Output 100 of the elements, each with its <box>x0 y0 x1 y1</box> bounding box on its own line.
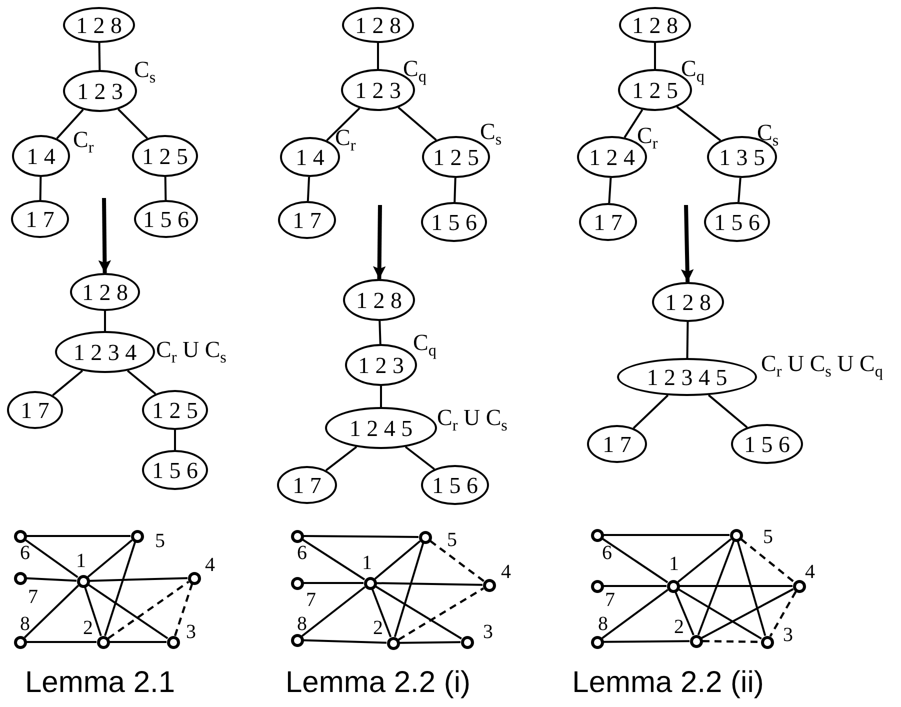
edge-line <box>87 539 133 578</box>
vertex-circle <box>76 574 90 588</box>
vertex-circle <box>14 572 26 584</box>
dashed-edge <box>398 587 484 641</box>
edge-line <box>104 542 136 636</box>
node-label: 1 2 3 <box>77 80 123 102</box>
node-label: 1 2 3 <box>358 354 404 376</box>
clique-ellipse <box>7 391 63 429</box>
node-label: 1 7 <box>292 208 322 232</box>
edge-line <box>304 582 364 584</box>
edge-line <box>104 311 106 331</box>
vertex-circle <box>386 636 400 650</box>
node-label: 1 5 6 <box>152 458 198 482</box>
edge-line <box>303 535 419 538</box>
vertex-label: 6 <box>20 543 30 563</box>
edge-line <box>404 446 435 470</box>
vertex-label: 5 <box>763 527 773 547</box>
vertex-label: 7 <box>28 587 38 607</box>
vertex-label: 8 <box>598 614 608 634</box>
edge-line <box>697 540 735 636</box>
node-label: 1 2 3 4 <box>73 340 137 364</box>
edge-line <box>26 577 77 582</box>
vertex-label: 6 <box>602 543 612 563</box>
vertex-label: 5 <box>447 530 457 550</box>
node-label: 1 4 <box>296 146 324 168</box>
edge-line <box>738 178 742 202</box>
clique-label: C$_{q}$ <box>403 57 426 86</box>
node-label: 1 7 <box>594 210 622 234</box>
node-label: 1 2 5 <box>632 78 678 102</box>
node-label: 1 2 8 <box>356 288 402 312</box>
node-label: 1 2 8 <box>665 290 711 314</box>
vertex-circle <box>166 636 180 648</box>
vertex-label: 4 <box>805 562 815 582</box>
edge-line <box>26 641 96 643</box>
edge-line <box>24 584 80 638</box>
clique-label: C$_{r}$ U C$_{s}$ <box>156 338 226 367</box>
node-label: 1 2 8 <box>632 14 678 36</box>
edge-line <box>399 641 461 644</box>
node-label: 1 5 6 <box>714 210 760 234</box>
caption: Lemma 2.2 (i) <box>285 668 471 698</box>
vertex-label: 2 <box>373 618 383 638</box>
vertex-circle <box>290 576 304 590</box>
edge-line <box>26 535 130 537</box>
edge-line <box>624 109 644 138</box>
arrow <box>98 198 112 274</box>
node-label: 1 2 4 <box>589 146 635 168</box>
edge-line <box>325 446 358 472</box>
node-label: 1 7 <box>20 398 50 422</box>
edge-line <box>454 178 456 202</box>
vertex-label: 1 <box>669 554 679 574</box>
clique-label: C$_{r}$ <box>335 126 356 155</box>
edge-line <box>654 43 656 69</box>
clique-label: C$_{r}$ <box>73 128 94 157</box>
clique-label: C$_{q}$ <box>681 57 704 86</box>
vertex-label: 4 <box>501 562 511 582</box>
edge-line <box>89 577 188 582</box>
edge-line <box>602 589 668 639</box>
edge-line <box>376 582 483 586</box>
dashed-edge <box>108 580 190 640</box>
vertex-circle <box>418 530 432 544</box>
edge-line <box>680 585 792 587</box>
edge-line <box>674 592 694 636</box>
edge-line <box>110 641 166 643</box>
node-label: 1 2 5 <box>433 146 479 168</box>
vertex-circle <box>364 576 376 590</box>
edge-line <box>302 586 366 637</box>
arrow <box>372 204 386 280</box>
edge-line <box>602 538 668 584</box>
edge-line <box>88 584 168 640</box>
node-label: 1 7 <box>26 208 54 230</box>
vertex-circle <box>290 530 304 542</box>
edge-line <box>398 106 437 141</box>
edge-line <box>375 586 462 640</box>
node-label: 1 7 <box>602 432 632 456</box>
edge-line <box>84 586 102 636</box>
node-label: 1 2 3 4 5 <box>646 366 728 388</box>
edge-line <box>394 542 424 638</box>
vertex-circle <box>590 636 604 648</box>
edge-line <box>118 108 148 139</box>
vertex-label: 2 <box>674 617 684 637</box>
edge-line <box>736 540 766 636</box>
node-label: 1 2 4 5 <box>349 416 413 440</box>
clique-label: C$_{s}$ <box>480 120 502 149</box>
edge-line <box>39 176 42 200</box>
edge-line <box>677 538 732 583</box>
clique-label: C$_{r}$ U C$_{s}$ U C$_{q}$ <box>761 352 883 381</box>
vertex-label: 6 <box>297 543 307 563</box>
vertex-label: 1 <box>362 553 372 573</box>
edge-line <box>164 176 167 200</box>
vertex-circle <box>730 528 742 542</box>
edge-line <box>604 585 666 587</box>
edge-line <box>608 178 612 204</box>
edge-line <box>380 386 382 407</box>
vertex-circle <box>482 578 496 592</box>
caption: Lemma 2.2 (ii) <box>572 668 764 698</box>
clique-label: C$_{s}$ <box>134 58 156 87</box>
node-label: 1 5 6 <box>744 432 790 456</box>
edge-line <box>686 322 689 358</box>
edge-line <box>604 534 730 536</box>
vertex-label: 7 <box>605 590 615 610</box>
